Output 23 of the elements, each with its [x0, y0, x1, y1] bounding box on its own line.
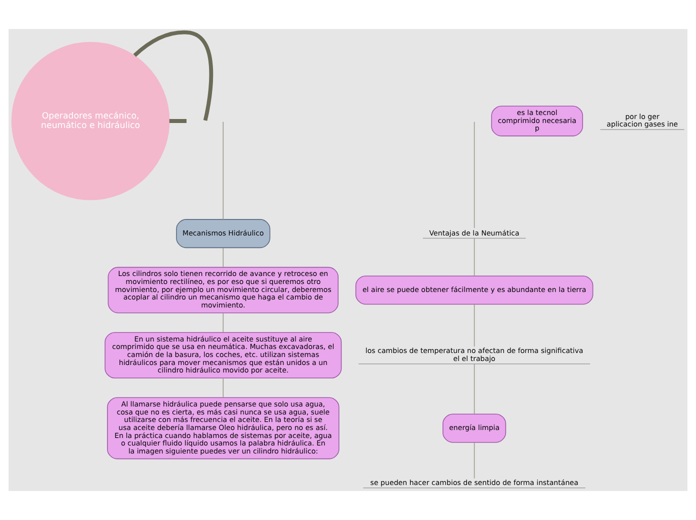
node-circle: Operadores mecánico, neumático e hidráulico — [11, 42, 170, 200]
node-box: energía limpia — [442, 414, 506, 443]
connector — [222, 121, 224, 220]
node-box: Los cilindros solo tienen recorrido de avance y retroceso en movimiento rectilíneo, es por eso que si queremos otro movimiento, por ejemplo un movimiento circular, deberemos acoplar al cilindro un mecanismo que haga el cambio de movimiento. — [108, 266, 339, 314]
node-box: el aire se puede obtener fácilmente y es abundante en la tierra — [355, 276, 594, 305]
connector — [133, 30, 214, 121]
node-box: Mecanismos Hidráulico — [176, 219, 270, 248]
connector — [474, 442, 475, 479]
connector — [474, 364, 475, 414]
node-text: Ventajas de la Neumática — [429, 228, 520, 238]
node-text: por lo ger aplicacion gases ine — [606, 112, 678, 129]
node-box: es la tecnol comprimido necesaria p — [491, 106, 584, 136]
node-box: Al llamarse hidráulica puede pensarse que solo usa agua, cosa que no es cierta, es más casi nunca se usa agua, suele utilizarse con más frecuencia el aceite. En la teoría si se usa aceite debería llamarse Oleo hidráulica, pero no es así. En la práctica cuando hablamos de sistemas por aceite, agua o cualquier fluido líquido usamos la palabra hidráulica. En la imagen siguiente puedes ver un cilindro hidráulico: — [107, 397, 340, 460]
connector — [474, 121, 475, 228]
node-text: los cambios de temperatura no afectan de forma significativa el el trabajo — [365, 346, 584, 363]
connector — [474, 238, 475, 276]
connector — [222, 312, 224, 333]
node-text: se pueden hacer cambios de sentido de forma instantánea — [370, 478, 578, 487]
connector — [474, 304, 475, 347]
connector — [222, 378, 224, 398]
connector — [222, 248, 224, 268]
connector — [169, 119, 187, 123]
node-box: En un sistema hidráulico el aceite sustituye al aire comprimido que se usa en neumática. Muchas excavadoras, el camión de la basura, los coches, etc. utilizan sistemas hidráulicos para mover mecanismos que están unidos a un cilindro hidráulico movido por aceite. — [104, 332, 342, 378]
